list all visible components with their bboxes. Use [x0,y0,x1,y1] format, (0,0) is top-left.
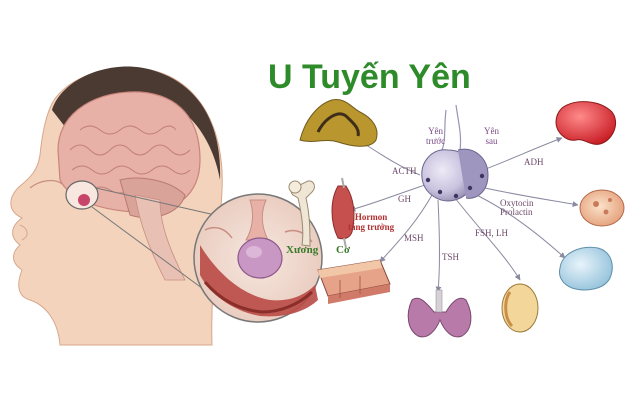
pituitary-gland-icon [421,104,489,202]
growth-hormone-label-line1: Hormon [354,212,388,222]
growth-hormone-label-line2: tăng trưởng [348,222,395,232]
zoom-line-bottom [91,206,219,301]
page-title: U Tuyến Yên [268,58,471,96]
posterior-lobe-label-line2: sau [485,136,498,146]
hormone-arrows [349,137,579,293]
skin-icon [317,259,391,304]
bone-label: Xương [286,244,319,256]
zoom-circle [193,193,323,323]
brain-icon [57,91,201,213]
pituitary-tumor-icon [237,237,283,279]
testis-icon [501,283,539,333]
msh-label: MSH [404,233,424,243]
zoom-line-top [95,187,216,216]
posterior-lobe-label: Yên sau [484,126,499,146]
anterior-lobe-label-line1: Yên [428,126,444,136]
oxytocin-label: Oxytocin [500,198,534,208]
anterior-lobe-label-line2: trước [426,136,446,146]
gh-label: GH [398,194,411,204]
prolactin-label: Prolactin [500,207,533,217]
breast-icon [559,246,613,291]
ovary-icon [579,189,625,227]
adh-label: ADH [524,157,544,167]
fsh-lh-label: FSH, LH [475,228,509,238]
tsh-label: TSH [442,252,460,262]
adrenal-gland-icon [299,98,378,147]
growth-hormone-label: Hormon tăng trưởng [348,212,394,232]
muscle-label: Cơ [336,244,351,256]
posterior-lobe-label-line1: Yên [484,126,499,136]
thyroid-icon [407,289,472,338]
head-illustration [10,66,223,346]
bone-icon [288,180,315,247]
acth-label: ACTH [392,166,417,176]
kidney-icon [555,101,616,145]
anterior-lobe-label: Yên trước [426,126,445,146]
muscle-icon [331,177,355,249]
